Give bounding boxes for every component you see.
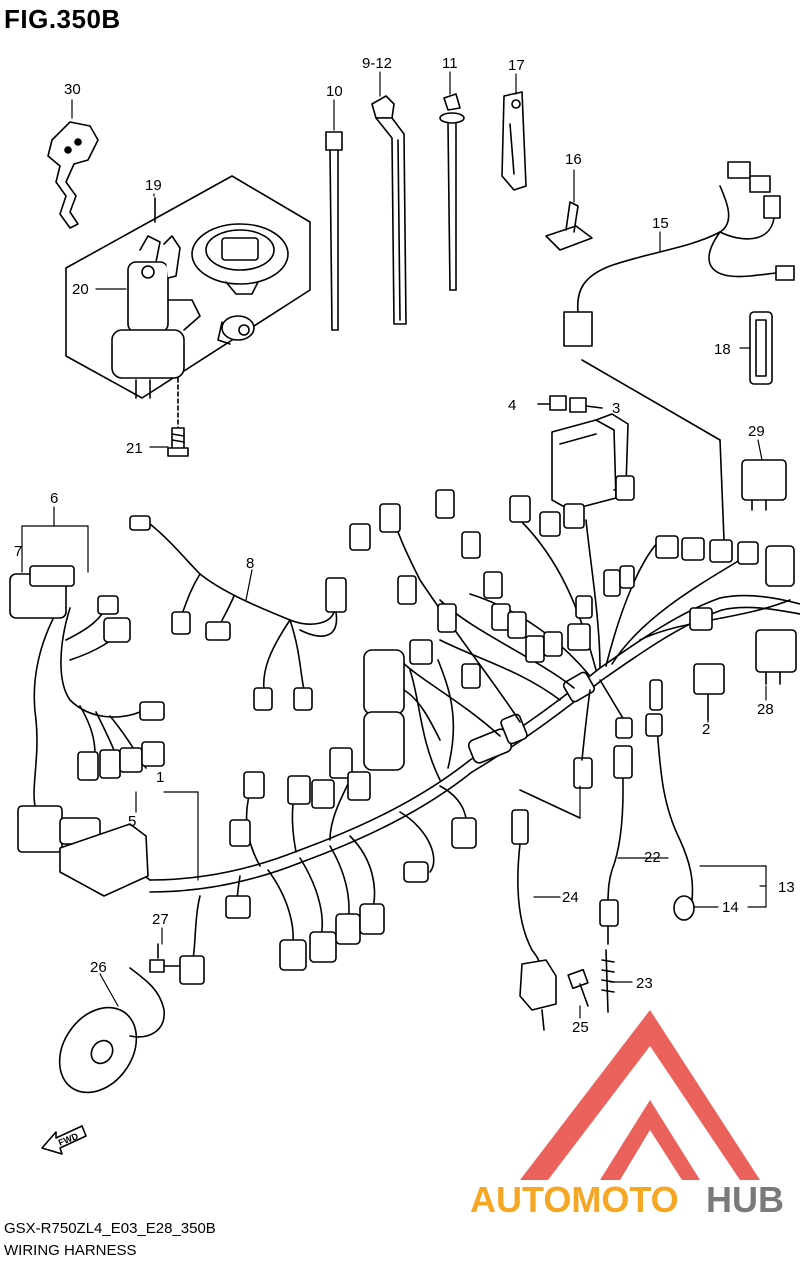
callout-21: 21 [126,440,143,457]
callout-1: 1 [156,769,164,786]
cable-tie-10-icon [325,131,343,331]
callout-20: 20 [72,281,89,298]
relay-2-icon [693,663,725,721]
callout-10: 10 [326,83,343,100]
callout-7: 7 [14,543,22,560]
lock-cylinder-icon [217,315,255,345]
callout-27: 27 [152,911,169,928]
callout-11: 11 [442,55,458,72]
bracket-16-icon [545,201,593,251]
sensor-14-icon [573,679,695,921]
fwd-label: FWD [57,1131,80,1148]
switch-24-icon [511,789,581,1031]
callout-5: 5 [128,813,136,830]
callout-25: 25 [572,1019,589,1036]
callout-30: 30 [64,81,81,98]
watermark-part2: HUB [706,1179,784,1220]
sensor-22-icon [599,745,633,945]
bolt-21-icon [167,377,189,457]
callout-23: 23 [636,975,653,992]
callout-labels: 30 19 20 21 10 9-12 11 17 16 15 18 4 3 2… [14,55,795,1148]
callout-19: 19 [145,177,162,194]
bolt-25-icon [567,968,589,1007]
horn-26-icon [58,967,165,1094]
sub-harness-8-icon [129,515,335,711]
callout-22: 22 [644,849,661,866]
model-code: GSX-R750ZL4_E03_E28_350B [4,1220,216,1237]
cable-tie-9-12-icon [371,95,407,325]
fuse-icons [537,395,603,413]
callout-26: 26 [90,959,107,976]
callout-2: 2 [702,721,710,738]
callout-8: 8 [246,555,254,572]
callout-6: 6 [50,490,58,507]
left-harness-icon [9,565,165,897]
rubber-band-18-icon [749,311,773,385]
callout-18: 18 [714,341,731,358]
relay-29-icon [741,459,787,511]
figure-name: WIRING HARNESS [4,1242,137,1259]
automotohub-logo: AUTOMOTO HUB [470,1010,784,1220]
ignition-key-icon [47,121,99,229]
callout-3: 3 [612,400,620,417]
callout-4: 4 [508,397,516,414]
clamp-17-icon [501,91,527,191]
callout-29: 29 [748,423,765,440]
fwd-arrow-icon [41,1125,87,1155]
watermark-part1: AUTOMOTO [470,1179,679,1220]
leader-lines [21,71,767,1019]
spring-23-icon [601,949,615,1013]
ignition-switch-icon [111,235,201,399]
callout-9-12: 9-12 [362,55,392,72]
fuel-cap-icon [191,223,289,295]
bolt-27-icon [149,943,181,973]
cable-tie-11-icon [439,93,465,291]
callout-17: 17 [508,57,525,74]
ignition-kit-box [65,175,311,399]
callout-28: 28 [757,701,774,718]
callout-16: 16 [565,151,582,168]
main-harness [149,475,800,985]
callout-13: 13 [778,879,795,896]
relay-28-icon [755,629,797,685]
figure-title: FIG.350B [4,4,121,34]
sub-harness-15-icon [563,161,795,541]
callout-14: 14 [722,899,739,916]
callout-24: 24 [562,889,579,906]
callout-15: 15 [652,215,669,232]
